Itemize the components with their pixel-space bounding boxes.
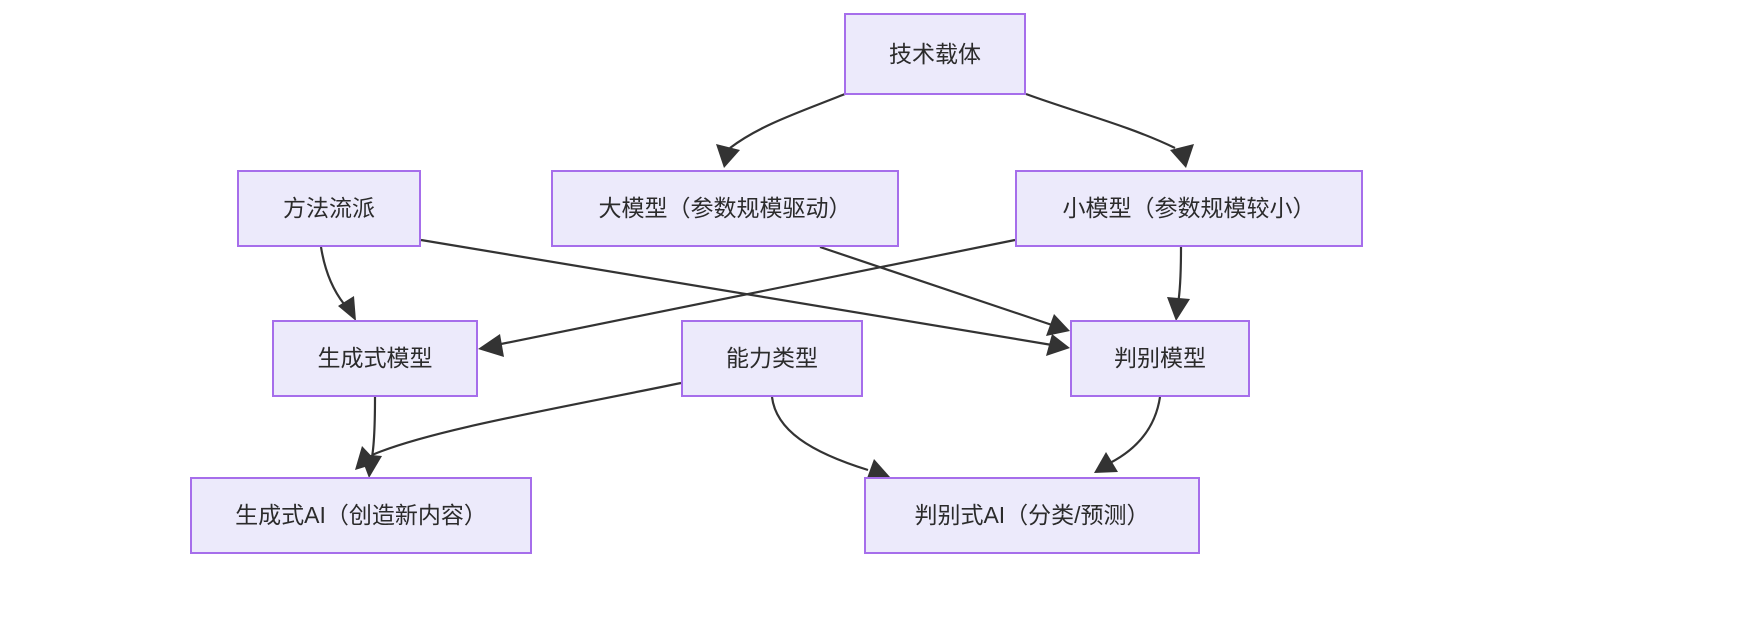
edge-method-school-to-discriminative-model — [420, 238, 1070, 356]
node-generative-model[interactable]: 生成式模型 — [272, 320, 478, 397]
edge-layer — [319, 92, 1194, 481]
node-discriminative-model-label: 判别模型 — [1114, 345, 1206, 371]
node-generative-ai[interactable]: 生成式AI（创造新内容） — [190, 477, 532, 554]
edge-method-school-to-generative-model — [319, 246, 356, 321]
node-generative-ai-label: 生成式AI（创造新内容） — [235, 502, 487, 528]
node-layer: 技术载体 方法流派 大模型（参数规模驱动） 小模型（参数规模较小） 生成式模型 — [190, 13, 1363, 554]
edge-capability-type-to-discriminative-ai — [770, 396, 890, 481]
node-discriminative-model[interactable]: 判别模型 — [1070, 320, 1250, 397]
edge-tech-carrier-to-large-model — [716, 92, 846, 168]
edge-capability-type-to-generative-ai — [355, 381, 682, 470]
edge-discriminative-model-to-discriminative-ai — [1094, 396, 1162, 473]
node-method-school[interactable]: 方法流派 — [237, 170, 421, 247]
edge-small-model-to-discriminative-model — [1167, 246, 1190, 321]
node-tech-carrier-label: 技术载体 — [889, 41, 981, 67]
node-discriminative-ai[interactable]: 判别式AI（分类/预测） — [864, 477, 1200, 554]
node-discriminative-ai-label: 判别式AI（分类/预测） — [914, 502, 1149, 528]
node-tech-carrier[interactable]: 技术载体 — [844, 13, 1026, 95]
node-method-school-label: 方法流派 — [283, 195, 375, 221]
node-small-model-label: 小模型（参数规模较小） — [1063, 195, 1316, 221]
node-large-model-label: 大模型（参数规模驱动） — [599, 195, 852, 221]
node-small-model[interactable]: 小模型（参数规模较小） — [1015, 170, 1363, 247]
edge-tech-carrier-to-small-model — [1025, 92, 1194, 168]
edge-large-model-to-discriminative-model — [819, 245, 1070, 336]
node-large-model[interactable]: 大模型（参数规模驱动） — [551, 170, 899, 247]
node-capability-type-label: 能力类型 — [726, 345, 818, 371]
node-generative-model-label: 生成式模型 — [318, 345, 433, 371]
node-capability-type[interactable]: 能力类型 — [681, 320, 863, 397]
edge-small-model-to-generative-model — [478, 238, 1016, 357]
